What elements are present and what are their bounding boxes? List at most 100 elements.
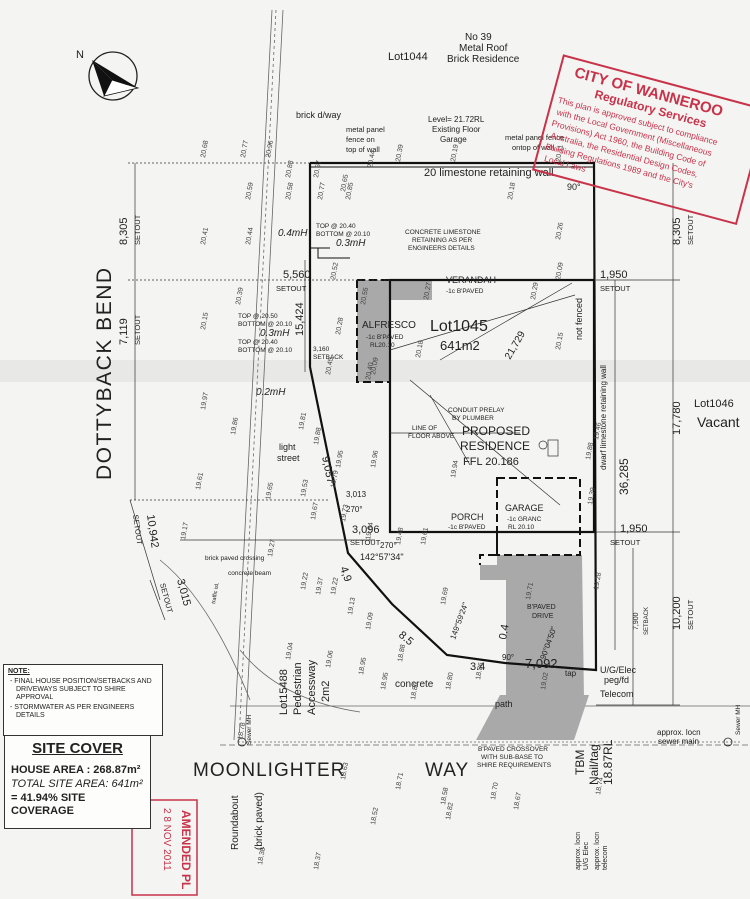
brick-driveway-label: brick d/way [296,110,342,120]
site-cover-title: SITE COVER [32,740,123,757]
svg-text:TOP @ 20.40: TOP @ 20.40 [238,339,278,346]
street-labels: DOTTYBACK BEND MOONLIGHTER WAY Roundabou… [93,266,513,850]
svg-text:SHIRE REQUIREMENTS: SHIRE REQUIREMENTS [477,762,552,769]
lot1044-label: Lot1044 [388,51,428,63]
spot-level: 18.67 [513,792,523,811]
svg-text:3,160: 3,160 [313,346,330,353]
spot-level: 20.39 [235,287,245,306]
svg-text:-1c B'PAVED: -1c B'PAVED [366,334,404,341]
spot-level: 19.04 [285,642,295,661]
dwarf-wall-label: dwarf limestone retaining wall [599,365,608,470]
spot-level: 20.85 [345,182,355,201]
svg-text:DRIVE: DRIVE [532,613,554,620]
spot-level: 19.37 [315,577,325,596]
dimension-lines [128,162,680,706]
svg-text:Sewer MH: Sewer MH [735,704,742,735]
spot-level: 20.88 [285,160,295,179]
svg-text:RL 20.10: RL 20.10 [508,524,535,531]
spot-level: 19.17 [180,522,190,541]
spot-level: 20.39 [395,144,405,163]
spot-level: 19.61 [195,472,205,491]
spot-level: 20.44 [245,227,255,246]
spot-level: 19.27 [267,539,277,558]
svg-text:WITH SUB-BASE TO: WITH SUB-BASE TO [481,754,543,761]
svg-text:SETBACK: SETBACK [313,354,344,361]
spot-level: 20.18 [415,340,425,359]
svg-text:BOTTOM @ 20.10: BOTTOM @ 20.10 [316,231,371,238]
spot-level: 19.53 [300,479,310,498]
spot-level: 18.78 [237,722,247,741]
svg-text:Pedestrian: Pedestrian [292,662,304,715]
moonlighter-road-lines [159,559,750,746]
spot-level: 18.52 [370,807,380,826]
svg-text:4,9: 4,9 [337,565,354,583]
spot-level: 20.19 [450,144,460,163]
spot-level: 19.88 [585,442,595,461]
svg-text:ENGINEERS DETAILS: ENGINEERS DETAILS [408,245,475,252]
spot-level: 18.37 [313,852,323,871]
spot-level: 20.29 [530,282,540,301]
dottyback-bend-label: DOTTYBACK BEND [93,266,116,480]
svg-text:SETOUT: SETOUT [610,538,641,547]
svg-text:fence on: fence on [346,135,375,144]
svg-text:light: light [279,442,296,452]
spot-level: 20.58 [285,182,295,201]
svg-text:10,942: 10,942 [144,514,161,549]
spot-level: 20.52 [330,262,340,281]
spot-level: 20.18 [507,182,517,201]
svg-text:7,092: 7,092 [525,656,558,671]
svg-text:SETOUT: SETOUT [158,582,175,614]
svg-text:270°: 270° [346,505,363,514]
svg-text:142°57'34": 142°57'34" [360,552,404,562]
spot-level: 18.95 [380,672,390,691]
north-arrow: N [76,49,140,101]
way-label: WAY [425,760,469,781]
spot-level: 20.67 [313,160,323,179]
spot-level: 18.63 [340,762,350,781]
spot-level: 18.70 [490,782,500,801]
svg-text:brick paved crossing: brick paved crossing [205,555,265,562]
svg-text:ontop of wall: ontop of wall [512,143,554,152]
spot-level: 19.73 [340,504,350,523]
porch-label: PORCH [451,512,484,522]
svg-text:15,424: 15,424 [294,302,306,336]
svg-text:8,305: 8,305 [671,217,683,245]
svg-text:SETOUT: SETOUT [600,284,631,293]
svg-text:SETBACK: SETBACK [644,607,650,635]
svg-text:RL20.10: RL20.10 [370,342,395,349]
svg-text:3,096: 3,096 [352,524,380,536]
pedestrian-accessway-label: Lot15488 [278,669,290,715]
svg-text:36,285: 36,285 [617,458,631,495]
svg-text:path: path [495,699,513,709]
spot-level: 19.69 [440,587,450,606]
svg-text:U/G Elec: U/G Elec [583,841,590,870]
internal-lines [309,166,594,259]
ffl-label: FFL 20.186 [463,456,519,468]
svg-text:SETOUT: SETOUT [350,538,381,547]
roundabout-label: Roundabout [230,795,241,850]
svg-text:concrete: concrete [395,679,434,690]
spot-level: 19.61 [420,527,430,546]
svg-text:7,119: 7,119 [118,318,130,345]
spot-level: 19.22 [330,577,340,596]
svg-text:Sewer MH: Sewer MH [246,714,253,745]
concrete-wall-note: CONCRETE LIMESTONE [405,229,481,236]
vacant-label: Vacant [697,414,740,430]
spot-level: 18.95 [358,657,368,676]
svg-text:SETOUT: SETOUT [276,284,307,293]
metal-roof-label: Metal Roof [459,43,508,54]
not-fenced-label: not fenced [574,298,584,340]
svg-text:2m2: 2m2 [320,681,332,702]
spot-level: 19.95 [335,450,345,469]
spot-level: 20.59 [245,182,255,201]
svg-text:7,900: 7,900 [633,612,640,630]
svg-text:8,305: 8,305 [118,217,130,245]
svg-text:0.4mH: 0.4mH [278,228,308,239]
total-site-area: TOTAL SITE AREA: 641m² [11,777,143,790]
lot1046-label: Lot1046 [694,398,734,410]
spot-level: 18.86 [410,682,420,701]
svg-text:Nail/tag: Nail/tag [587,744,601,785]
svg-text:BOTTOM @ 20.10: BOTTOM @ 20.10 [238,321,293,328]
svg-text:90°: 90° [502,653,514,662]
svg-text:2 8 NOV 2011: 2 8 NOV 2011 [161,808,172,871]
